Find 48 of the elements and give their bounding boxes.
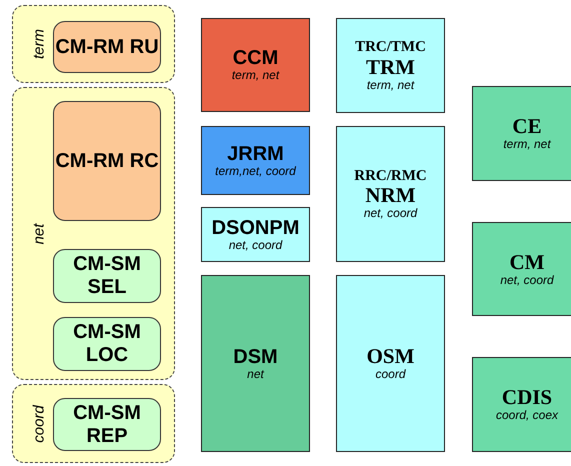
module-box	[201, 207, 310, 262]
module-box	[53, 398, 161, 451]
scope-label: net	[247, 368, 264, 382]
module-box	[201, 275, 310, 452]
module-name: CM	[510, 250, 544, 274]
module-name: TRC/TMC	[355, 39, 426, 56]
module-name: NRM	[365, 184, 416, 208]
scope-label: term, net	[232, 69, 280, 83]
module-box	[201, 126, 310, 195]
module-name: JRRM	[227, 142, 284, 165]
module-name: RRC/RMC	[354, 168, 427, 184]
module-box	[53, 21, 161, 73]
group-label: net	[30, 223, 48, 244]
scope-label: coord, coex	[496, 409, 558, 423]
scope-label: net, coord	[228, 238, 282, 252]
module-box	[53, 101, 161, 221]
group-label: term	[30, 29, 48, 59]
scope-label: net, coord	[364, 207, 418, 220]
module-name: DSM	[233, 346, 278, 368]
scope-label: net, coord	[500, 274, 554, 288]
group-panel	[12, 87, 175, 380]
scope-label: term, net	[503, 138, 551, 152]
module-name: CM-RM RU	[55, 36, 159, 58]
module-box	[53, 249, 161, 303]
scope-label: term,net, coord	[215, 164, 296, 178]
group-label: coord	[30, 404, 48, 442]
module-box	[336, 126, 445, 262]
module-name: CM-SM SEL	[72, 253, 142, 299]
module-name: CCM	[232, 47, 278, 70]
group-panel	[12, 5, 175, 83]
module-name: CM-RM RC	[55, 150, 159, 172]
module-box	[336, 275, 445, 452]
scope-label: term, net	[366, 78, 414, 92]
module-box	[472, 86, 571, 181]
module-name: CDIS	[502, 386, 552, 410]
module-name: DSONPM	[212, 216, 300, 239]
module-name: TRM	[366, 56, 415, 79]
module-box	[472, 357, 571, 452]
module-name: CE	[512, 115, 542, 138]
module-box	[53, 317, 161, 371]
module-box	[201, 18, 310, 112]
module-name: OSM	[366, 345, 414, 368]
module-name: CM-SM REP	[72, 402, 142, 448]
module-box	[472, 222, 571, 316]
scope-label: coord	[375, 368, 406, 382]
module-name: CM-SM LOC	[72, 321, 142, 367]
module-box	[336, 18, 445, 113]
group-panel	[12, 384, 175, 463]
